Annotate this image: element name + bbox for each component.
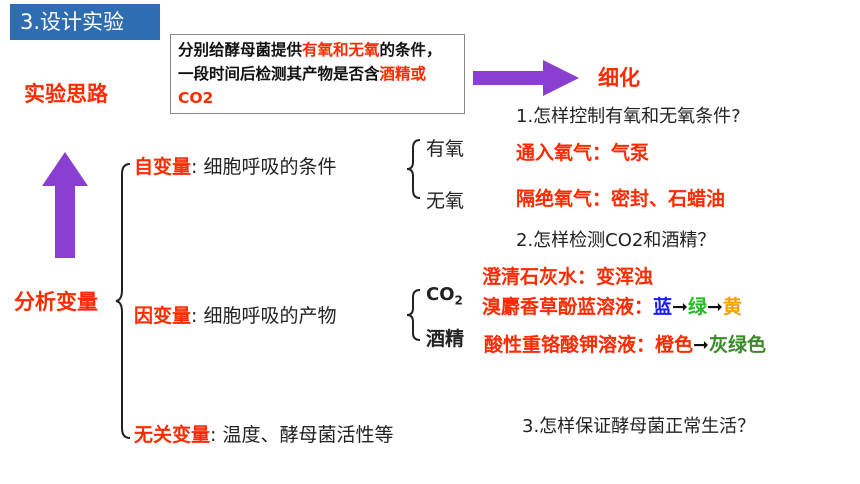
aerobic-label: 有氧 bbox=[426, 138, 465, 160]
dichromate-prefix: 酸性重铬酸钾溶液： bbox=[484, 334, 656, 356]
irrelevant-variable-desc: 温度、酵母菌活性等 bbox=[222, 424, 394, 446]
idea-highlight-1: 有氧和无氧 bbox=[302, 41, 380, 59]
co2-subscript: 2 bbox=[454, 293, 463, 308]
answer-2-dichromate: 酸性重铬酸钾溶液：橙色➞灰绿色 bbox=[484, 330, 766, 357]
bromothymol-prefix: 溴麝香草酚蓝溶液： bbox=[482, 296, 654, 318]
dependent-variable-desc: 细胞呼吸的产物 bbox=[203, 305, 337, 327]
dependent-colon: : bbox=[191, 305, 198, 327]
idea-text-2: 的条件，一段时间后检测其产物是否含 bbox=[178, 41, 442, 83]
independent-colon: : bbox=[191, 156, 198, 178]
dependent-variable-row: 因变量: 细胞呼吸的产物 bbox=[134, 301, 336, 328]
refine-label: 细化 bbox=[598, 66, 640, 90]
experiment-idea-box: 分别给酵母菌提供有氧和无氧的条件，一段时间后检测其产物是否含酒精或CO2 bbox=[170, 34, 465, 114]
independent-variable-name: 自变量 bbox=[134, 156, 192, 178]
independent-variable-row: 自变量: 细胞呼吸的条件 bbox=[134, 152, 336, 179]
independent-variable-desc: 细胞呼吸的条件 bbox=[203, 156, 337, 178]
section-title-badge: 3.设计实验 bbox=[10, 4, 160, 40]
color-graygreen: 灰绿色 bbox=[708, 334, 766, 356]
question-1: 1.怎样控制有氧和无氧条件? bbox=[516, 106, 741, 127]
arrow-icon: ➞ bbox=[693, 334, 709, 356]
question-2: 2.怎样检测CO2和酒精？ bbox=[516, 230, 716, 251]
question-3: 3.怎样保证酵母菌正常生活？ bbox=[522, 416, 756, 437]
alcohol-label: 酒精 bbox=[426, 328, 465, 350]
irrelevant-variable-name: 无关变量 bbox=[134, 424, 211, 446]
dependent-variable-name: 因变量 bbox=[134, 305, 192, 327]
main-brace bbox=[115, 163, 131, 439]
co2-label: CO2 bbox=[426, 284, 463, 308]
dependent-brace bbox=[406, 289, 421, 341]
answer-2-bromothymol: 溴麝香草酚蓝溶液：蓝➞绿➞黄 bbox=[482, 292, 742, 319]
arrow-icon: ➞ bbox=[672, 296, 688, 318]
section-title: 3.设计实验 bbox=[20, 10, 125, 34]
answer-1-aerobic: 通入氧气：气泵 bbox=[516, 142, 650, 164]
answer-1-anaerobic: 隔绝氧气：密封、石蜡油 bbox=[516, 188, 726, 210]
independent-brace bbox=[406, 139, 421, 199]
color-yellow: 黄 bbox=[722, 296, 742, 318]
experiment-idea-label: 实验思路 bbox=[24, 82, 108, 106]
analyze-variables-label: 分析变量 bbox=[14, 290, 98, 314]
co2-text: CO bbox=[426, 284, 455, 305]
idea-text-1: 分别给酵母菌提供 bbox=[178, 41, 303, 59]
idea-highlight-2: 酒精或CO2 bbox=[178, 65, 427, 107]
answer-2-limewater: 澄清石灰水：变浑浊 bbox=[482, 266, 654, 288]
irrelevant-variable-row: 无关变量: 温度、酵母菌活性等 bbox=[134, 420, 393, 447]
color-green: 绿 bbox=[687, 296, 707, 318]
color-orange: 橙色 bbox=[655, 334, 694, 356]
color-blue: 蓝 bbox=[653, 296, 673, 318]
up-arrow-icon bbox=[42, 152, 88, 258]
irrelevant-colon: : bbox=[210, 424, 217, 446]
anaerobic-label: 无氧 bbox=[426, 190, 465, 212]
arrow-icon: ➞ bbox=[706, 296, 723, 318]
right-arrow-icon bbox=[473, 60, 579, 96]
